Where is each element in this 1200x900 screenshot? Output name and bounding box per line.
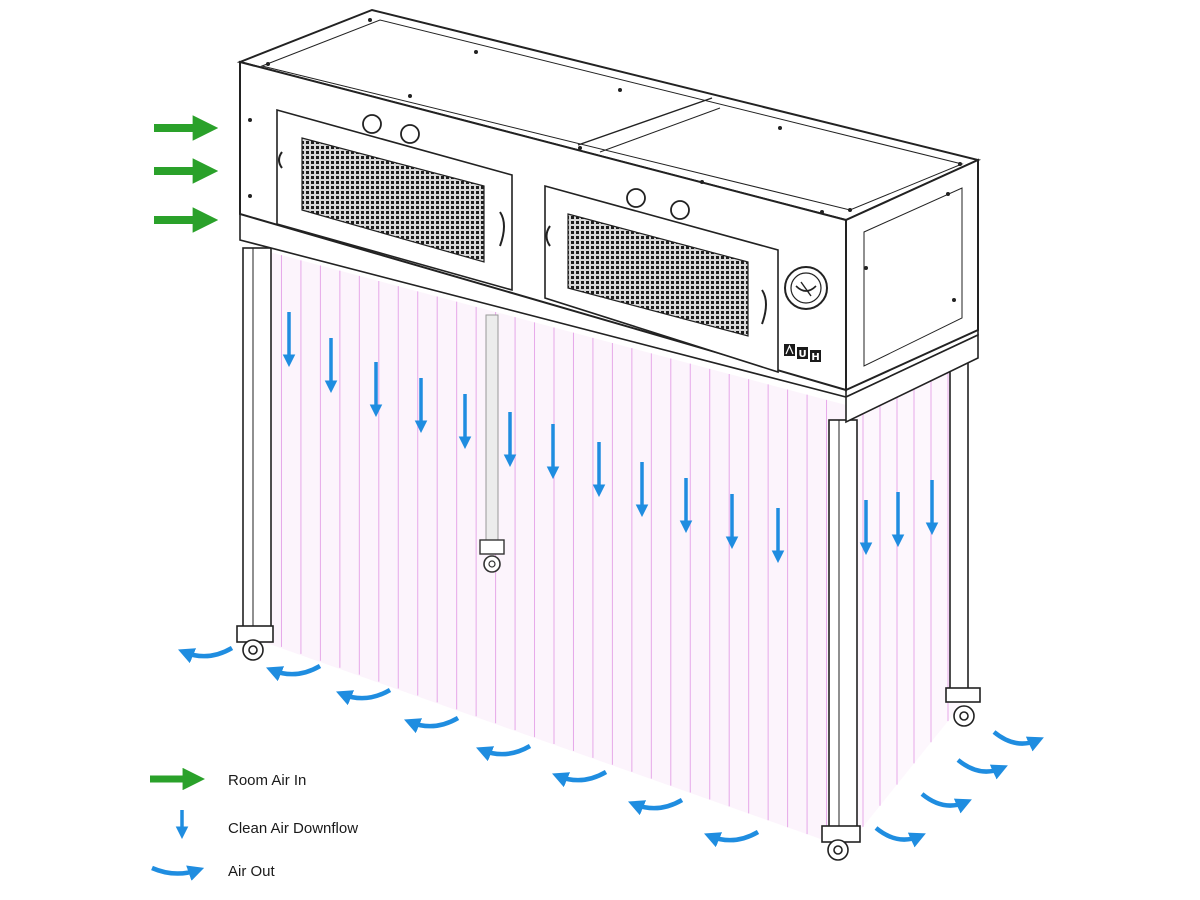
blue-curved-arrow-icon bbox=[266, 664, 322, 682]
curtain-enclosure bbox=[258, 250, 965, 848]
blue-curved-arrow-icon bbox=[874, 826, 926, 848]
blue-curved-arrow-icon bbox=[920, 792, 972, 814]
fan-filter-unit bbox=[236, 8, 982, 392]
brand-logo: U H bbox=[784, 344, 821, 363]
brand-letter-h: H bbox=[811, 352, 819, 363]
center-support-rod bbox=[479, 314, 505, 573]
blue-curved-arrow-icon bbox=[178, 646, 234, 664]
room-air-in-arrows bbox=[154, 115, 219, 233]
legend-item-air-out: Air Out bbox=[151, 863, 276, 881]
blue-curved-arrow-icon bbox=[956, 758, 1008, 780]
brand-letter-u: U bbox=[798, 349, 806, 360]
air-out-arrows bbox=[178, 646, 1044, 848]
legend-label-clean-air-downflow: Clean Air Downflow bbox=[228, 820, 358, 837]
blue-curved-arrow-icon bbox=[992, 730, 1044, 752]
blue-curved-arrow-icon bbox=[404, 716, 460, 734]
legend-item-clean-air-downflow: Clean Air Downflow bbox=[175, 810, 358, 840]
clean-air-downflow-arrows bbox=[282, 312, 939, 564]
legend-item-room-air-in: Room Air In bbox=[150, 767, 306, 791]
blue-curved-arrow-icon bbox=[336, 688, 392, 706]
blue-curved-arrow-icon bbox=[704, 830, 760, 848]
legend-label-air-out: Air Out bbox=[228, 863, 276, 880]
blue-curved-arrow-icon bbox=[552, 770, 608, 788]
legend: Room Air In Clean Air Downflow Air Out bbox=[150, 767, 358, 881]
legend-label-room-air-in: Room Air In bbox=[228, 772, 306, 789]
blue-curved-arrow-icon bbox=[476, 744, 532, 762]
stand-frame bbox=[236, 210, 981, 861]
blue-curved-arrow-icon bbox=[151, 865, 205, 881]
blue-curved-arrow-icon bbox=[628, 798, 684, 816]
